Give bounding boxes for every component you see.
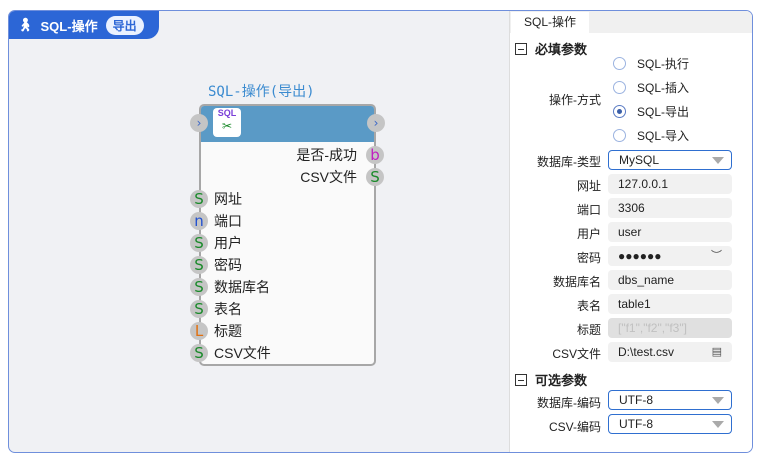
file-browse-icon[interactable]: ▤ [711,346,722,358]
radio-option[interactable]: SQL-导出 [613,103,689,120]
chevron-down-icon [712,397,724,404]
walk-icon: 🚶︎ [17,17,34,32]
field-label: 用户 [576,227,601,241]
db-type-select[interactable]: MySQL [608,150,732,170]
input-label: 端口 [214,213,242,229]
input-label: CSV文件 [214,345,271,361]
input-port[interactable]: L [190,322,208,340]
badge-tag: 导出 [105,15,144,35]
flow-in-port[interactable]: › [190,114,208,132]
field-input[interactable]: 127.0.0.1 [608,174,732,194]
radio-icon [613,105,626,118]
chevron-down-icon [712,421,724,428]
field-input[interactable]: dbs_name [608,270,732,290]
section-optional[interactable]: 可选参数 [515,370,587,389]
radio-icon [613,81,626,94]
input-port[interactable]: S [190,234,208,252]
input-port[interactable]: S [190,256,208,274]
badge-title: SQL-操作 [40,18,98,34]
input-label: 标题 [214,323,242,339]
chevron-down-icon [712,157,724,164]
output-port[interactable]: b [366,146,384,164]
db-encoding-label: 数据库-编码 [537,396,601,410]
input-port[interactable]: S [190,300,208,318]
section-required[interactable]: 必填参数 [515,39,587,58]
input-port[interactable]: S [190,344,208,362]
eye-hidden-icon[interactable]: ︶ [711,250,722,262]
output-label: 是否-成功 [296,147,357,163]
properties-panel: SQL-操作 必填参数 SQL-执行 SQL-插入 SQL-导出 SQL-导入 操作-… [509,11,752,452]
input-label: 表名 [214,301,242,317]
output-port[interactable]: S [366,168,384,186]
input-label: 数据库名 [214,279,270,295]
csv-encoding-select[interactable]: UTF-8 [608,414,732,434]
radio-option[interactable]: SQL-导入 [613,127,689,144]
field-label: 端口 [576,203,601,217]
collapse-icon [515,373,527,386]
csv-encoding-label: CSV-编码 [548,420,601,434]
input-port[interactable]: S [190,190,208,208]
field-input[interactable]: table1 [608,294,732,314]
op-label: 操作-方式 [549,93,601,107]
radio-icon [613,57,626,70]
node-header[interactable]: SQL✂ [201,106,374,142]
field-label: 标题 [576,323,601,337]
field-label: 密码 [576,251,601,265]
tools-icon: ✂ [221,119,233,133]
field-label: 网址 [576,179,601,193]
field-input[interactable]: D:\test.csv▤ [608,342,732,362]
sql-node[interactable]: SQL✂ [199,104,376,366]
radio-option[interactable]: SQL-执行 [613,55,689,72]
input-port[interactable]: n [190,212,208,230]
field-input[interactable]: ["f1","f2","f3"] [608,318,732,338]
field-input[interactable]: ●●●●●●︶ [608,246,732,266]
flow-out-port[interactable]: › [367,114,385,132]
collapse-icon [515,42,527,55]
radio-option[interactable]: SQL-插入 [613,79,689,96]
input-label: 网址 [214,191,242,207]
sql-icon-text: SQL [217,108,237,118]
radio-icon [613,129,626,142]
field-input[interactable]: 3306 [608,198,732,218]
sql-tool-icon: SQL✂ [213,108,241,137]
output-label: CSV文件 [300,169,357,185]
node-badge[interactable]: 🚶︎ SQL-操作 导出 [9,11,159,39]
node-title: SQL-操作(导出) [208,84,315,100]
field-label: 数据库名 [552,275,601,289]
db-encoding-select[interactable]: UTF-8 [608,390,732,410]
db-type-label: 数据库-类型 [537,155,601,169]
input-label: 用户 [214,235,242,251]
input-label: 密码 [214,257,242,273]
input-port[interactable]: S [190,278,208,296]
field-input[interactable]: user [608,222,732,242]
field-label: CSV文件 [552,347,601,361]
tab-sql-operation[interactable]: SQL-操作 [511,12,589,33]
field-label: 表名 [576,299,601,313]
